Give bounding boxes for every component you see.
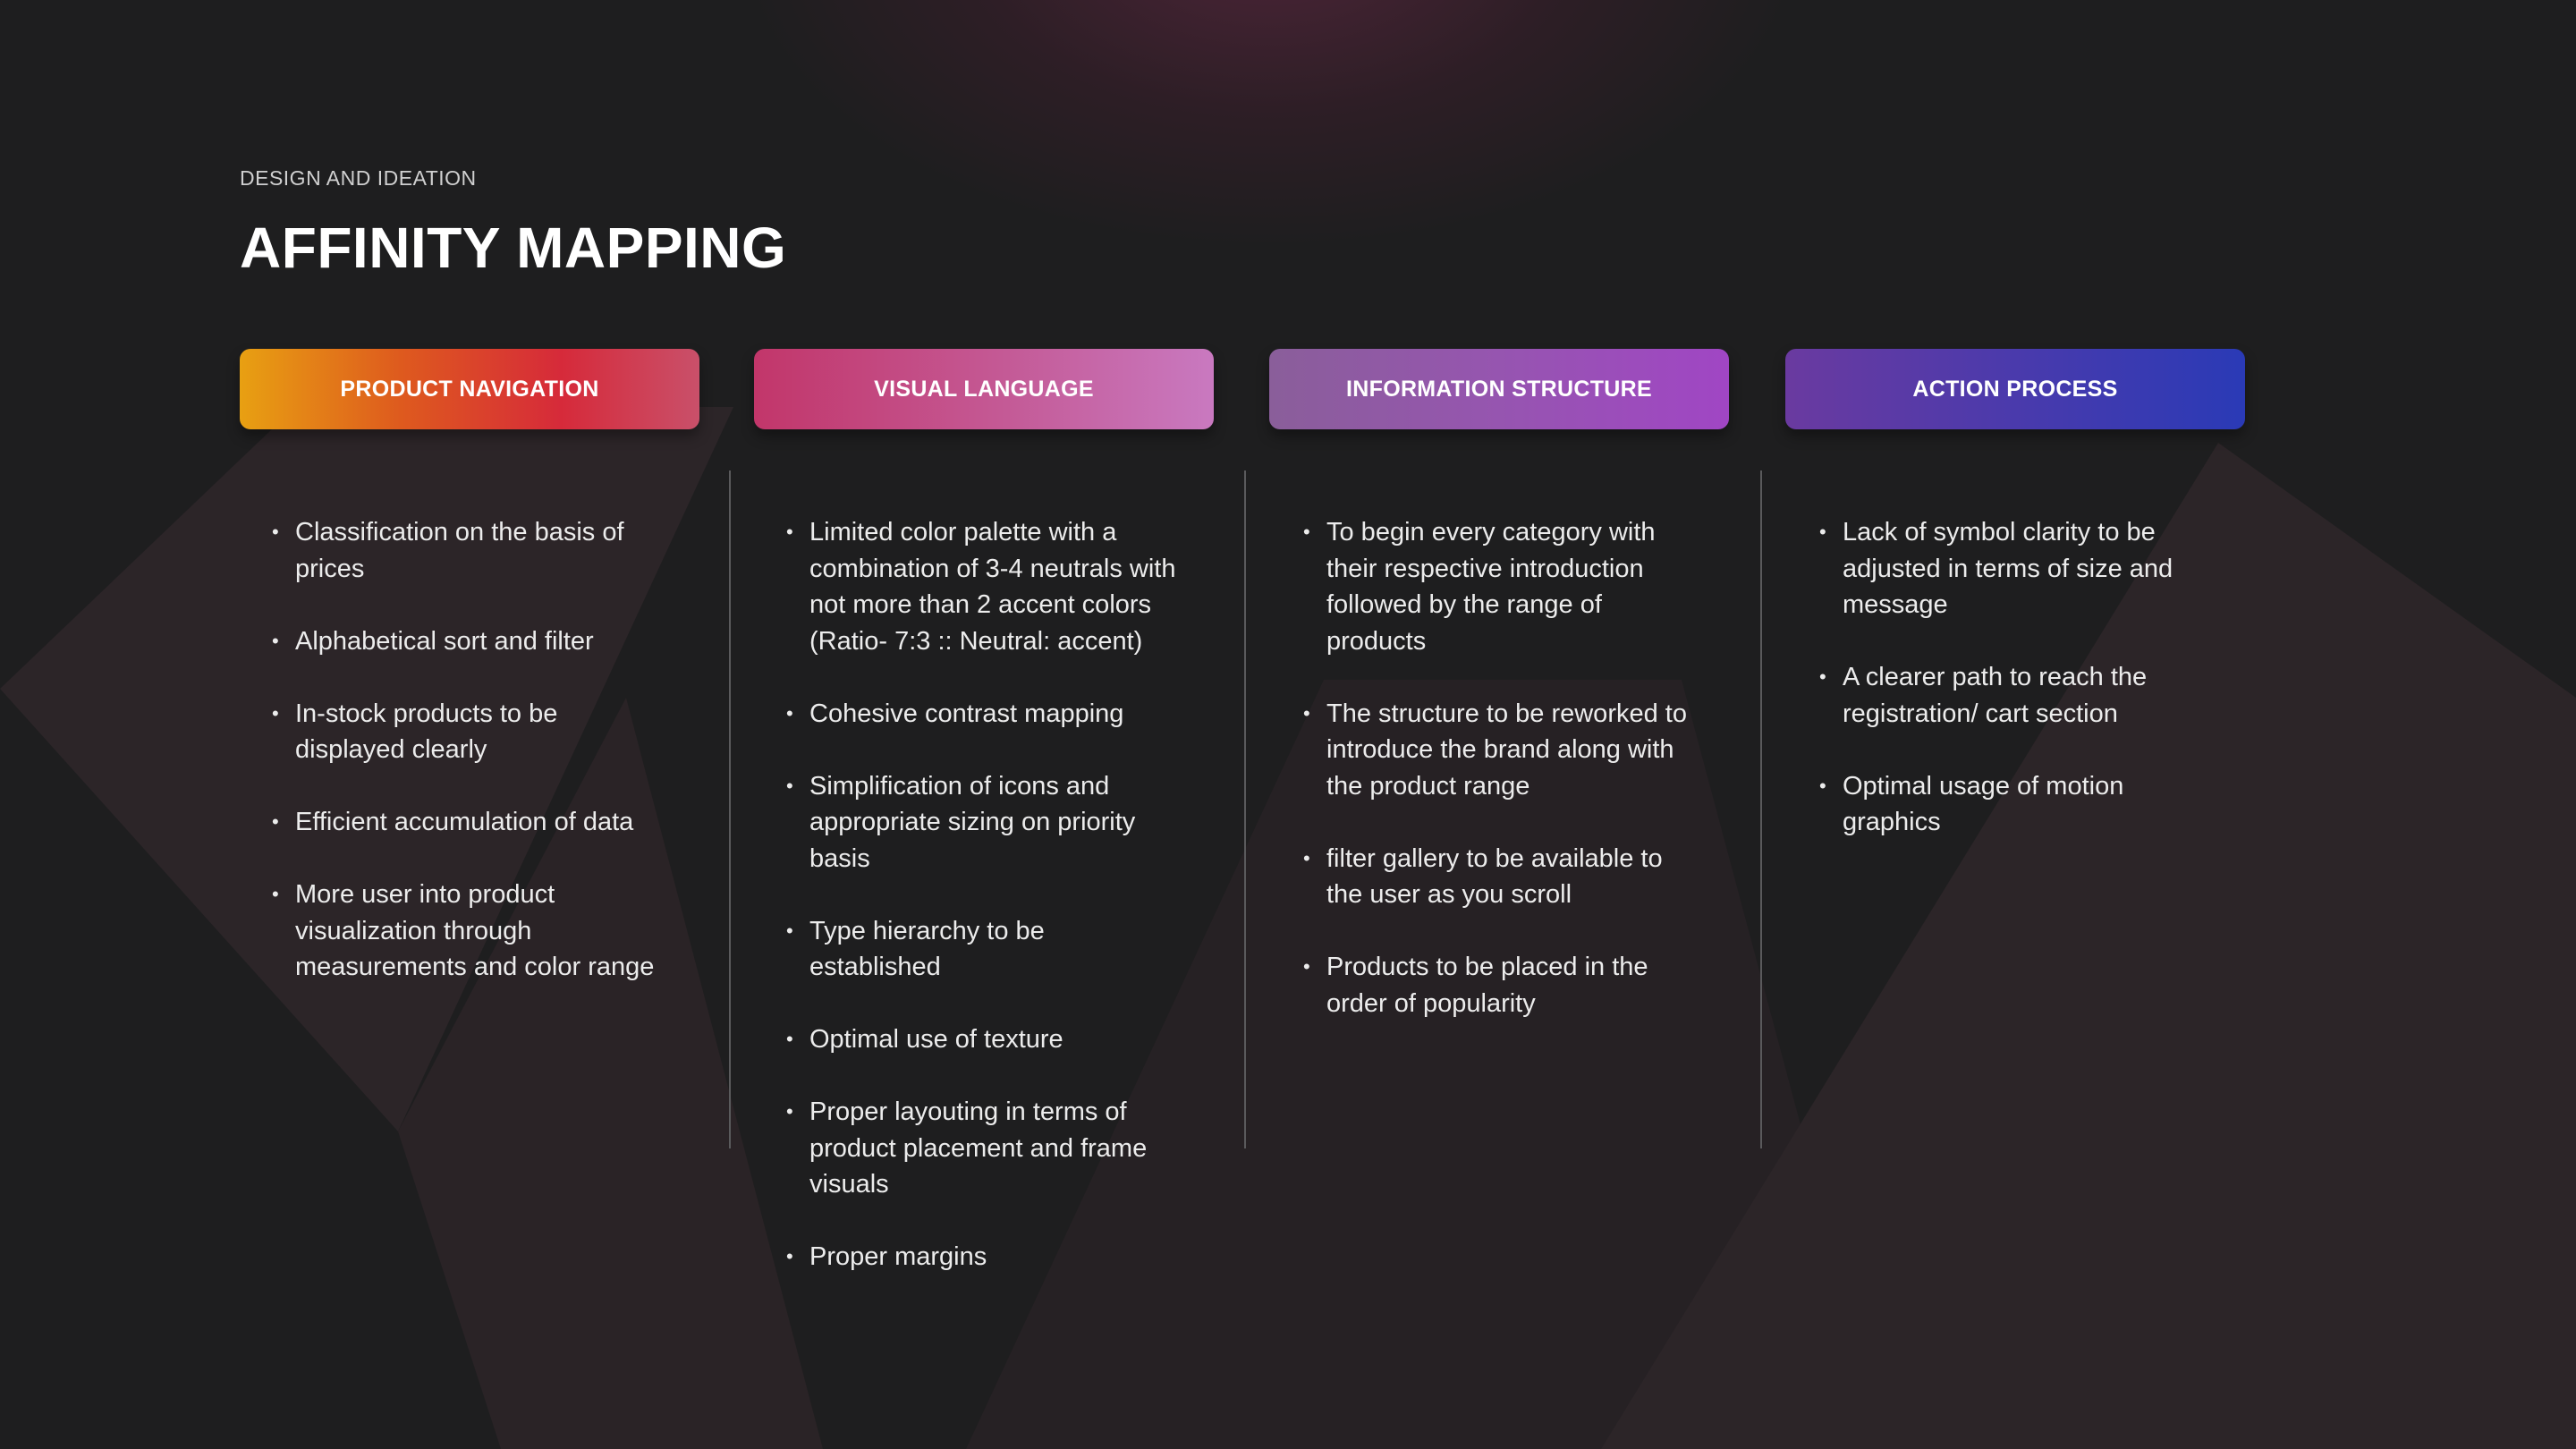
column-divider — [729, 470, 731, 1148]
list-item: filter gallery to be available to the us… — [1303, 841, 1697, 913]
list-item: More user into product visualization thr… — [272, 877, 665, 986]
list-item: Optimal usage of motion graphics — [1819, 768, 2213, 841]
list-item: Proper layouting in terms of product pla… — [786, 1094, 1180, 1203]
header-action-process: ACTION PROCESS — [1785, 349, 2245, 429]
list-item: The structure to be reworked to introduc… — [1303, 696, 1697, 805]
column-action-process: ACTION PROCESS Lack of symbol clarity to… — [1785, 349, 2245, 836]
list-item: A clearer path to reach the registration… — [1819, 659, 2213, 732]
list-item: Proper margins — [786, 1239, 1180, 1275]
background-triangle-left — [0, 407, 733, 1131]
list-item: Cohesive contrast mapping — [786, 696, 1180, 733]
list-action-process: Lack of symbol clarity to be adjusted in… — [1819, 514, 2213, 877]
background-triangle-right — [1601, 443, 2576, 1449]
list-item: Efficient accumulation of data — [272, 804, 665, 841]
list-item: Type hierarchy to be established — [786, 913, 1180, 986]
column-information-structure: INFORMATION STRUCTURE To begin every cat… — [1269, 349, 1729, 1018]
header-product-navigation: PRODUCT NAVIGATION — [240, 349, 699, 429]
list-item: Alphabetical sort and filter — [272, 623, 665, 660]
list-item: Products to be placed in the order of po… — [1303, 949, 1697, 1021]
list-item: Simplification of icons and appropriate … — [786, 768, 1180, 877]
list-item: Classification on the basis of prices — [272, 514, 665, 587]
list-product-navigation: Classification on the basis of prices Al… — [272, 514, 665, 1021]
background-triangle-bottom-left — [398, 698, 823, 1449]
page-title: AFFINITY MAPPING — [240, 216, 787, 280]
list-information-structure: To begin every category with their respe… — [1303, 514, 1697, 1058]
section-eyebrow: DESIGN AND IDEATION — [240, 166, 477, 190]
column-visual-language: VISUAL LANGUAGE Limited color palette wi… — [754, 349, 1214, 1275]
list-item: Optimal use of texture — [786, 1021, 1180, 1058]
header-information-structure: INFORMATION STRUCTURE — [1269, 349, 1729, 429]
list-item: Limited color palette with a combination… — [786, 514, 1180, 659]
list-item: Lack of symbol clarity to be adjusted in… — [1819, 514, 2213, 623]
header-visual-language: VISUAL LANGUAGE — [754, 349, 1214, 429]
list-visual-language: Limited color palette with a combination… — [786, 514, 1180, 1311]
list-item: To begin every category with their respe… — [1303, 514, 1697, 659]
column-product-navigation: PRODUCT NAVIGATION Classification on the… — [240, 349, 699, 981]
column-divider — [1244, 470, 1246, 1148]
column-divider — [1760, 470, 1762, 1148]
list-item: In-stock products to be displayed clearl… — [272, 696, 665, 768]
